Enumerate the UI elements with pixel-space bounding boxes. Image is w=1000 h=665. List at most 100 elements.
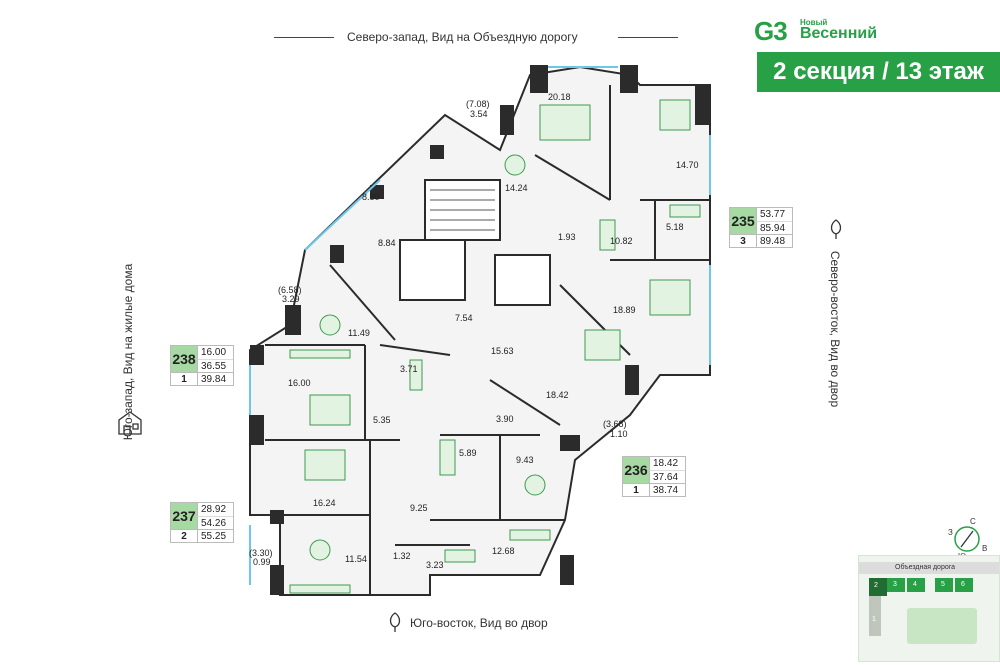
direction-rule-left — [274, 37, 334, 38]
room-area: 16.00 — [288, 378, 311, 388]
apartment-living-area: 53.77 — [756, 208, 792, 221]
apartment-living-area: 18.42 — [649, 457, 685, 470]
room-area-balcony-brutto: (3.30) — [249, 548, 273, 558]
apartment-card-235[interactable]: 235 53.77 85.94 3 89.48 — [729, 207, 793, 248]
bathtub — [409, 359, 423, 391]
building-outline — [249, 65, 711, 596]
bed — [304, 449, 346, 481]
compass-icon: С З В Ю — [948, 517, 987, 560]
bathtub — [439, 439, 456, 476]
room-area: 18.89 — [613, 305, 636, 315]
bed — [309, 394, 351, 426]
room-area: 5.35 — [373, 415, 391, 425]
direction-south-east: Юго-восток, Вид во двор — [410, 616, 548, 630]
south-east-tree-icon — [389, 612, 401, 632]
elevator-2 — [494, 254, 551, 306]
room-area: 3.71 — [400, 364, 418, 374]
room-area: 14.70 — [676, 160, 699, 170]
room-area: 5.18 — [666, 222, 684, 232]
south-west-houses-icon — [118, 411, 142, 435]
north-east-tree-icon — [830, 219, 842, 239]
bathtub — [444, 549, 476, 563]
minimap-section-5: 5 — [935, 578, 953, 592]
wall-block — [620, 65, 638, 93]
room-area: 14.24 — [505, 183, 528, 193]
room-area: 3.23 — [426, 560, 444, 570]
wall-block — [250, 415, 264, 445]
minimap-section-label: 2 — [874, 582, 878, 589]
room-area: 11.54 — [345, 554, 367, 564]
floor-plan — [249, 65, 711, 596]
wall-block — [250, 345, 264, 365]
apartment-total-with-balcony: 39.84 — [197, 372, 233, 385]
apartment-number: 235 — [730, 208, 756, 234]
room-area: 3.29 — [282, 294, 300, 304]
wall-block — [270, 565, 284, 595]
window — [304, 179, 381, 251]
apartment-total-area: 85.94 — [756, 221, 792, 234]
minimap-section-label: 3 — [893, 581, 897, 588]
apartment-total-with-balcony: 55.25 — [197, 529, 233, 542]
apartment-rooms: 2 — [171, 529, 197, 542]
room-area-balcony-brutto: (7.08) — [466, 99, 490, 109]
wall-block — [560, 555, 574, 585]
room-area: 16.24 — [313, 498, 336, 508]
minimap-section-label: 4 — [913, 581, 917, 588]
site-minimap: Объездная дорога 1 2 3 4 5 6 — [858, 555, 1000, 662]
room-area: 1.10 — [610, 429, 628, 439]
room-area: 1.32 — [393, 551, 411, 561]
compass-west: З — [948, 528, 953, 537]
room-area: 8.80 — [362, 192, 380, 202]
wall-block — [270, 510, 284, 524]
direction-north-east: Северо-восток, Вид во двор — [828, 250, 842, 408]
minimap-section-label: 6 — [961, 581, 965, 588]
minimap-section-label: 1 — [872, 616, 876, 623]
direction-north-west: Северо-запад, Вид на Объездную дорогу — [347, 30, 578, 44]
compass-east: В — [982, 544, 987, 553]
kitchen-counter — [289, 584, 351, 594]
apartment-rooms: 1 — [171, 372, 197, 385]
room-area: 7.54 — [455, 313, 473, 323]
wall-block — [695, 85, 709, 125]
logo-small-text: Новый — [800, 18, 828, 27]
room-area: 9.25 — [410, 503, 428, 513]
minimap-section-2-active: 2 — [869, 578, 887, 596]
apartment-card-237[interactable]: 237 28.92 54.26 2 55.25 — [170, 502, 234, 543]
minimap-section-4: 4 — [907, 578, 925, 592]
room-area: 20.18 — [548, 92, 571, 102]
room-area: 5.89 — [459, 448, 477, 458]
wall-block — [370, 185, 384, 199]
apartment-living-area: 16.00 — [197, 346, 233, 359]
bed — [584, 329, 621, 361]
minimap-section-6: 6 — [955, 578, 973, 592]
apartment-rooms: 1 — [623, 483, 649, 496]
room-area: 10.82 — [610, 236, 633, 246]
wall-block — [285, 305, 301, 335]
logo-big-text: Весенний — [800, 25, 878, 42]
sofa — [649, 279, 691, 316]
apartment-total-area: 37.64 — [649, 470, 685, 483]
minimap-road — [859, 562, 999, 574]
bed — [659, 99, 691, 131]
section-floor-badge: 2 секция / 13 этаж — [757, 52, 1000, 92]
minimap-courtyard — [907, 608, 977, 644]
apartment-total-area: 54.26 — [197, 516, 233, 529]
bed — [539, 104, 591, 141]
compass-north: С — [970, 517, 976, 526]
apartment-number: 237 — [171, 503, 197, 529]
room-area: 1.93 — [558, 232, 576, 242]
apartment-card-236[interactable]: 236 18.42 37.64 1 38.74 — [622, 456, 686, 497]
bathtub — [599, 219, 616, 251]
apartment-total-with-balcony: 38.74 — [649, 483, 685, 496]
dining-table — [319, 314, 341, 336]
room-area: 11.49 — [348, 328, 370, 338]
room-area-balcony-brutto: (3.68) — [603, 419, 627, 429]
apartment-rooms: 3 — [730, 234, 756, 247]
room-area: 12.68 — [492, 546, 515, 556]
wall-block — [625, 365, 639, 395]
wall-block — [530, 65, 548, 93]
room-area: 15.63 — [491, 346, 514, 356]
room-area: 3.54 — [470, 109, 488, 119]
direction-rule-right — [618, 37, 678, 38]
apartment-card-238[interactable]: 238 16.00 36.55 1 39.84 — [170, 345, 234, 386]
